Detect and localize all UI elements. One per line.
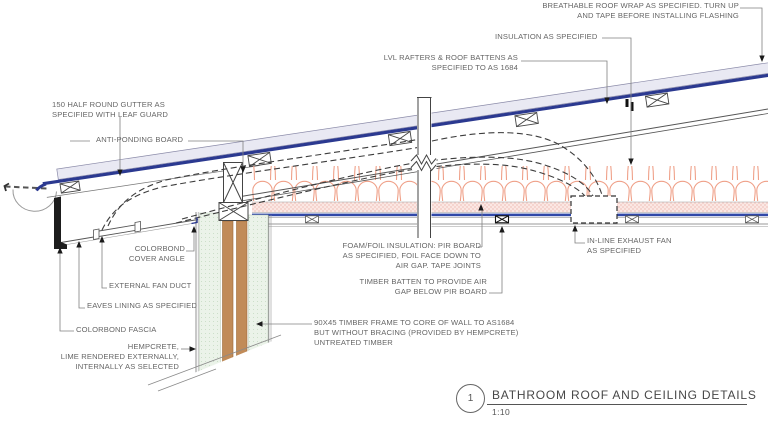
label-breathable-roof-wrap: BREATHABLE ROOF WRAP AS SPECIFIED. TURN … — [542, 1, 739, 20]
label-colorbond-fascia: COLORBOND FASCIA — [76, 325, 157, 334]
foil-face-line — [252, 213, 768, 217]
external-fan-duct-vent — [95, 223, 139, 238]
label-eaves-lining: EAVES LINING AS SPECIFIED — [87, 301, 198, 310]
label-anti-ponding-board: ANTI-PONDING BOARD — [96, 135, 184, 144]
inline-exhaust-fan-box — [570, 195, 618, 224]
timber-stud — [222, 220, 234, 373]
flashing-marks — [625, 99, 634, 111]
timber-stud — [236, 220, 248, 373]
label-external-fan-duct: EXTERNAL FAN DUCT — [109, 281, 192, 290]
leader-lines — [59, 7, 763, 350]
label-foam-foil-insulation: FOAM/FOIL INSULATION: PIR BOARD AS SPECI… — [342, 241, 481, 270]
label-lvl-rafters: LVL RAFTERS & ROOF BATTENS AS SPECIFIED … — [383, 53, 518, 72]
label-timber-frame: 90X45 TIMBER FRAME TO CORE OF WALL TO AS… — [314, 318, 519, 347]
label-cover-angle: COLORBOND COVER ANGLE — [128, 244, 185, 263]
ceiling-battens — [305, 215, 759, 224]
drawing-scale: 1:10 — [492, 407, 511, 417]
ceiling-assembly — [252, 166, 768, 227]
label-exhaust-fan: IN-LINE EXHAUST FAN AS SPECIFIED — [587, 236, 672, 255]
label-timber-batten: TIMBER BATTEN TO PROVIDE AIR GAP BELOW P… — [359, 277, 487, 296]
pir-board — [252, 202, 768, 213]
ceiling-insulation-batts — [252, 166, 768, 201]
detail-number-bubble: 1 — [456, 384, 485, 413]
label-gutter: 150 HALF ROUND GUTTER AS SPECIFIED WITH … — [52, 100, 169, 119]
hempcrete-wall — [147, 212, 282, 392]
top-plate-and-blocking — [218, 162, 249, 221]
leader-arrowheads — [57, 55, 765, 352]
label-insulation: INSULATION AS SPECIFIED — [495, 32, 598, 41]
roof-penetration-duct — [410, 97, 437, 238]
colorbond-fascia-shape — [54, 196, 67, 249]
gutter-and-eaves — [3, 182, 199, 249]
cover-angle-mark — [191, 217, 198, 225]
drawing-title: BATHROOM ROOF AND CEILING DETAILS — [492, 388, 757, 402]
label-hempcrete: HEMPCRETE, LIME RENDERED EXTERNALLY, INT… — [60, 342, 179, 371]
